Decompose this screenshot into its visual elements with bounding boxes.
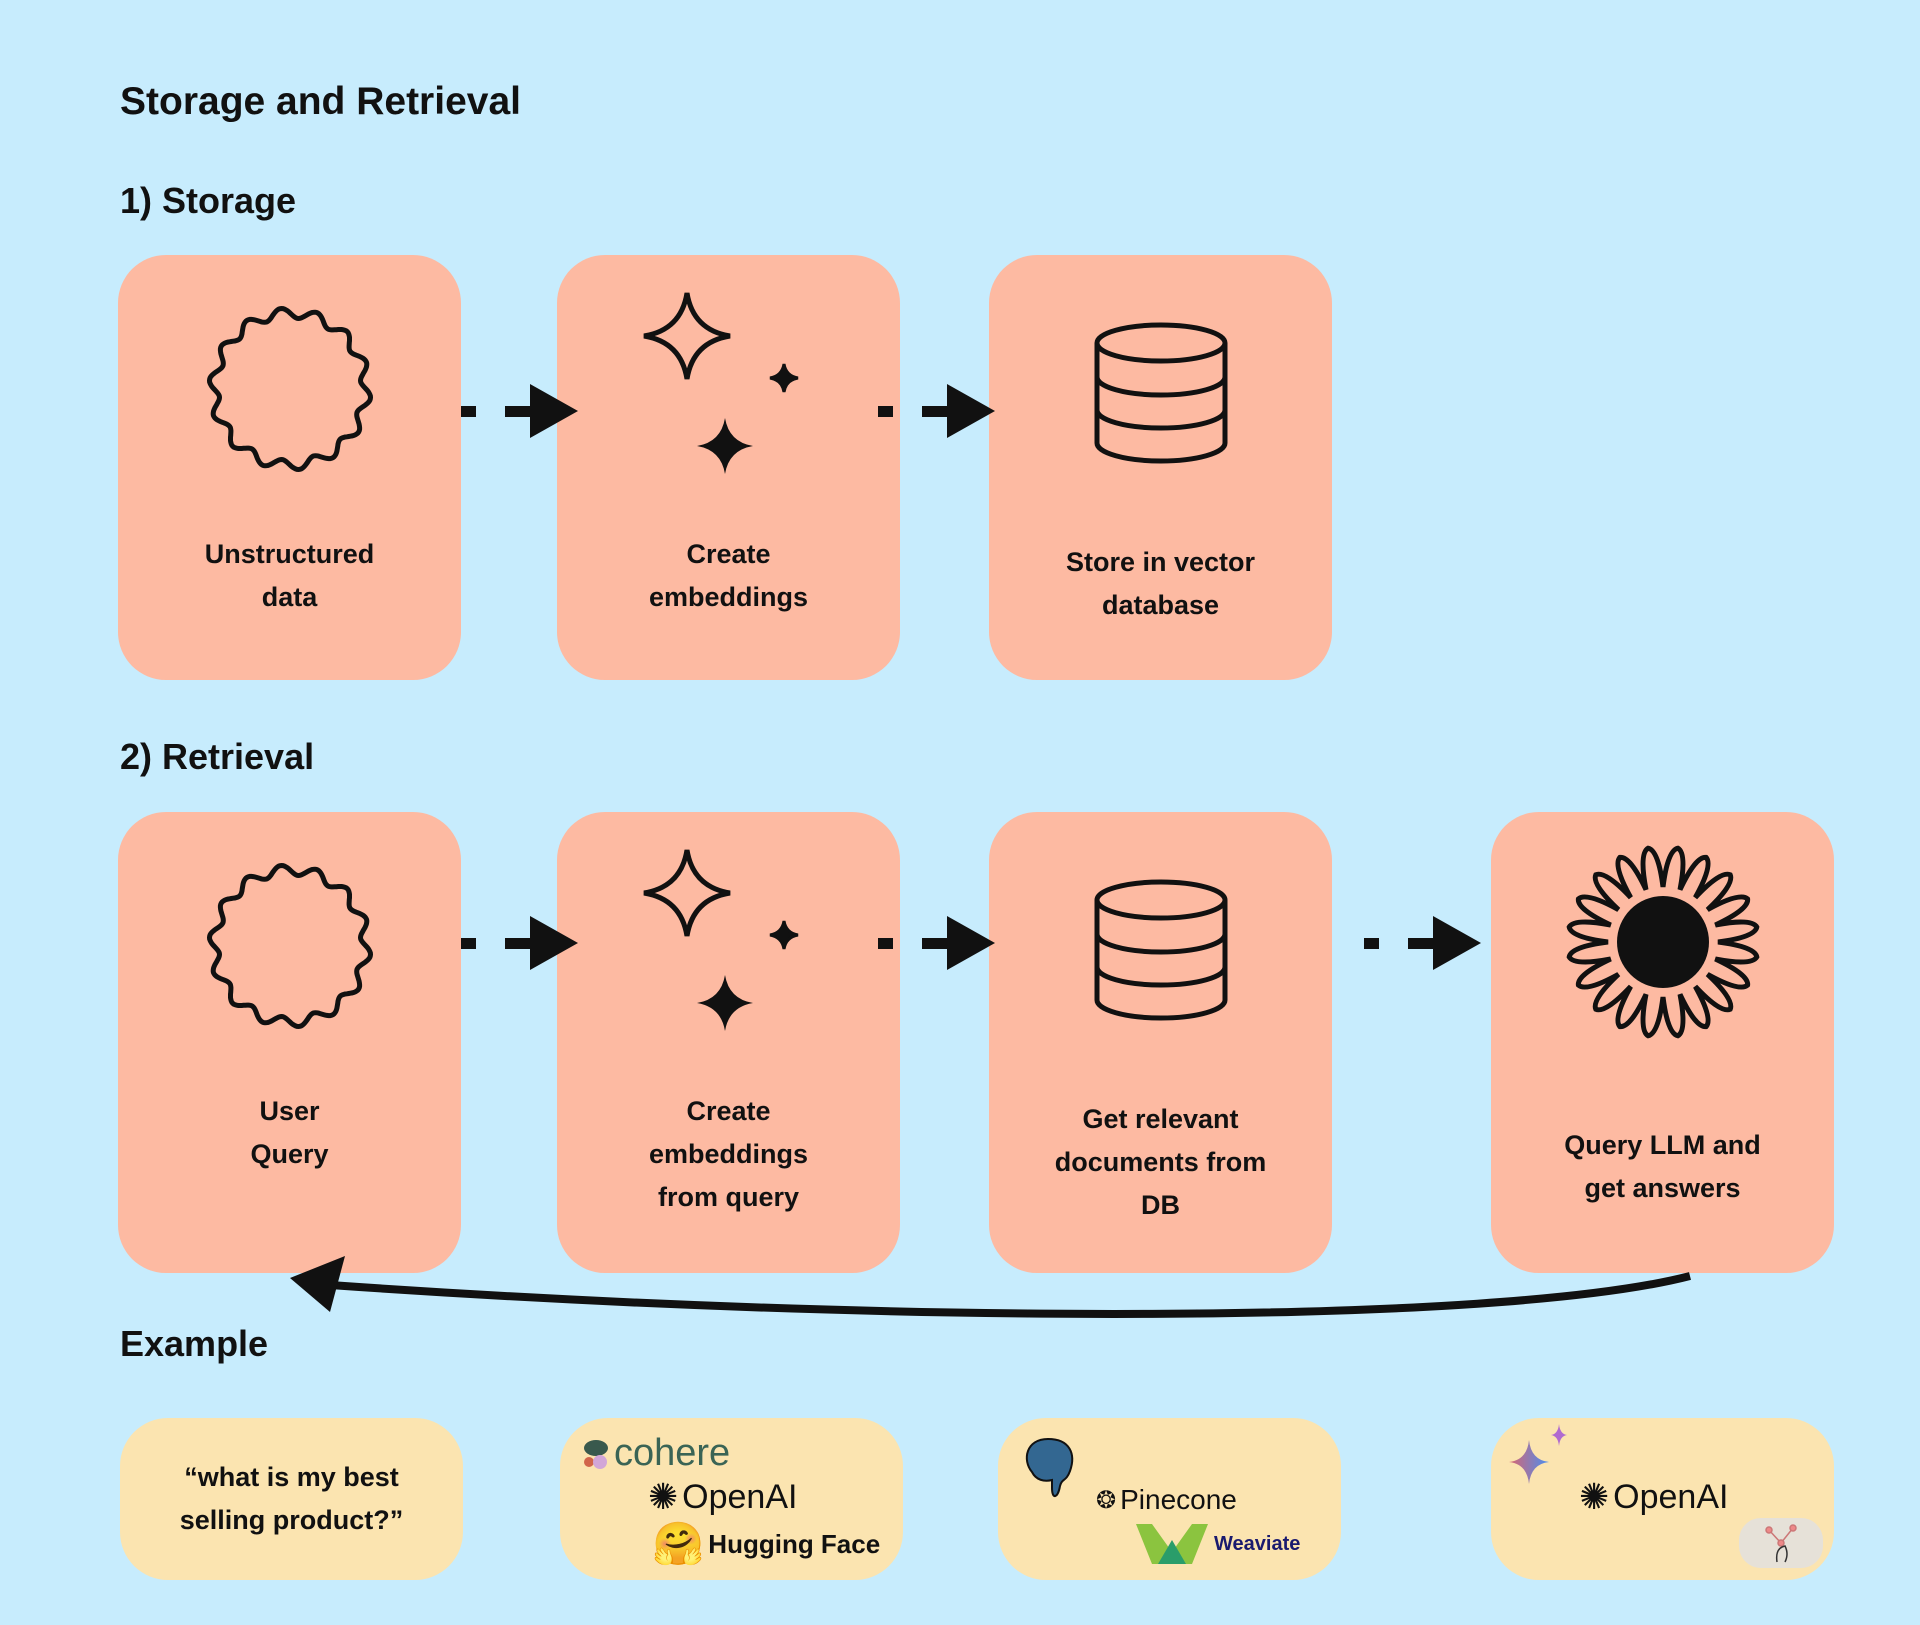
- example-llms: ✺OpenAI: [1491, 1418, 1834, 1580]
- cohere-logo: cohere: [582, 1432, 730, 1475]
- step-create-embeddings: Create embeddings: [557, 255, 900, 680]
- step-label: Get relevant documents from DB: [1054, 1104, 1267, 1220]
- retrieval-heading: 2) Retrieval: [120, 736, 315, 777]
- return-arrow: [290, 1256, 1691, 1318]
- pinecone-logo: ❂Pinecone: [1096, 1484, 1237, 1515]
- weaviate-icon: [1136, 1524, 1208, 1564]
- step-user-query: User Query: [118, 812, 461, 1273]
- arrow-3: [461, 916, 578, 970]
- arrow-4: [878, 916, 995, 970]
- arrow-5: [1364, 916, 1481, 970]
- openai-icon: ✺: [648, 1476, 679, 1517]
- hugging-face-icon: 🤗: [652, 1520, 705, 1567]
- step-create-query-embeddings: Create embeddings from query: [557, 812, 900, 1273]
- step-store-vector-db: Store in vector database: [989, 255, 1332, 680]
- arrow-2: [878, 384, 995, 438]
- step-label: Query LLM and get answers: [1564, 1130, 1761, 1203]
- step-unstructured-data: Unstructured data: [118, 255, 461, 680]
- database-icon: [1094, 879, 1227, 1021]
- database-icon: [1094, 322, 1227, 464]
- step-label: Create embeddings from query: [648, 1096, 809, 1212]
- example-vector-databases: ❂Pinecone Weaviate: [998, 1418, 1341, 1580]
- example-embedding-providers: cohere ✺OpenAI 🤗Hugging Face: [560, 1418, 903, 1580]
- step-label: User Query: [250, 1096, 329, 1169]
- page-title: Storage and Retrieval: [120, 80, 521, 123]
- openai-logo: ✺OpenAI: [648, 1476, 798, 1517]
- sparkles-icon: [643, 292, 798, 474]
- storage-heading: 1) Storage: [120, 180, 297, 221]
- openai-icon: ✺: [1579, 1476, 1610, 1517]
- huggingface-logo: 🤗Hugging Face: [652, 1520, 881, 1567]
- step-label: Store in vector database: [1065, 547, 1256, 620]
- weaviate-logo: Weaviate: [1134, 1522, 1300, 1566]
- step-query-llm: Query LLM and get answers: [1491, 812, 1834, 1273]
- gemini-sparkle-icon: [1509, 1424, 1567, 1484]
- wavy-circle-icon: [206, 305, 373, 473]
- step-label: Create embeddings: [648, 539, 809, 612]
- postgresql-elephant-icon: [1025, 1437, 1074, 1497]
- step-label: Unstructured data: [204, 539, 375, 612]
- pinecone-icon: ❂: [1096, 1486, 1117, 1514]
- openai-logo: ✺OpenAI: [1579, 1476, 1729, 1517]
- example-heading: Example: [120, 1323, 269, 1364]
- example-query-box: “what is my best selling product?”: [120, 1418, 463, 1580]
- arrow-1: [461, 384, 578, 438]
- step-get-relevant-docs: Get relevant documents from DB: [989, 812, 1332, 1273]
- cohere-icon: [584, 1439, 608, 1469]
- sun-icon: [1566, 845, 1759, 1039]
- example-query-text: “what is my best selling product?”: [179, 1462, 404, 1535]
- sparkles-icon: [643, 849, 798, 1031]
- wavy-circle-icon: [206, 862, 373, 1030]
- llm-framework-icon: [1739, 1518, 1823, 1568]
